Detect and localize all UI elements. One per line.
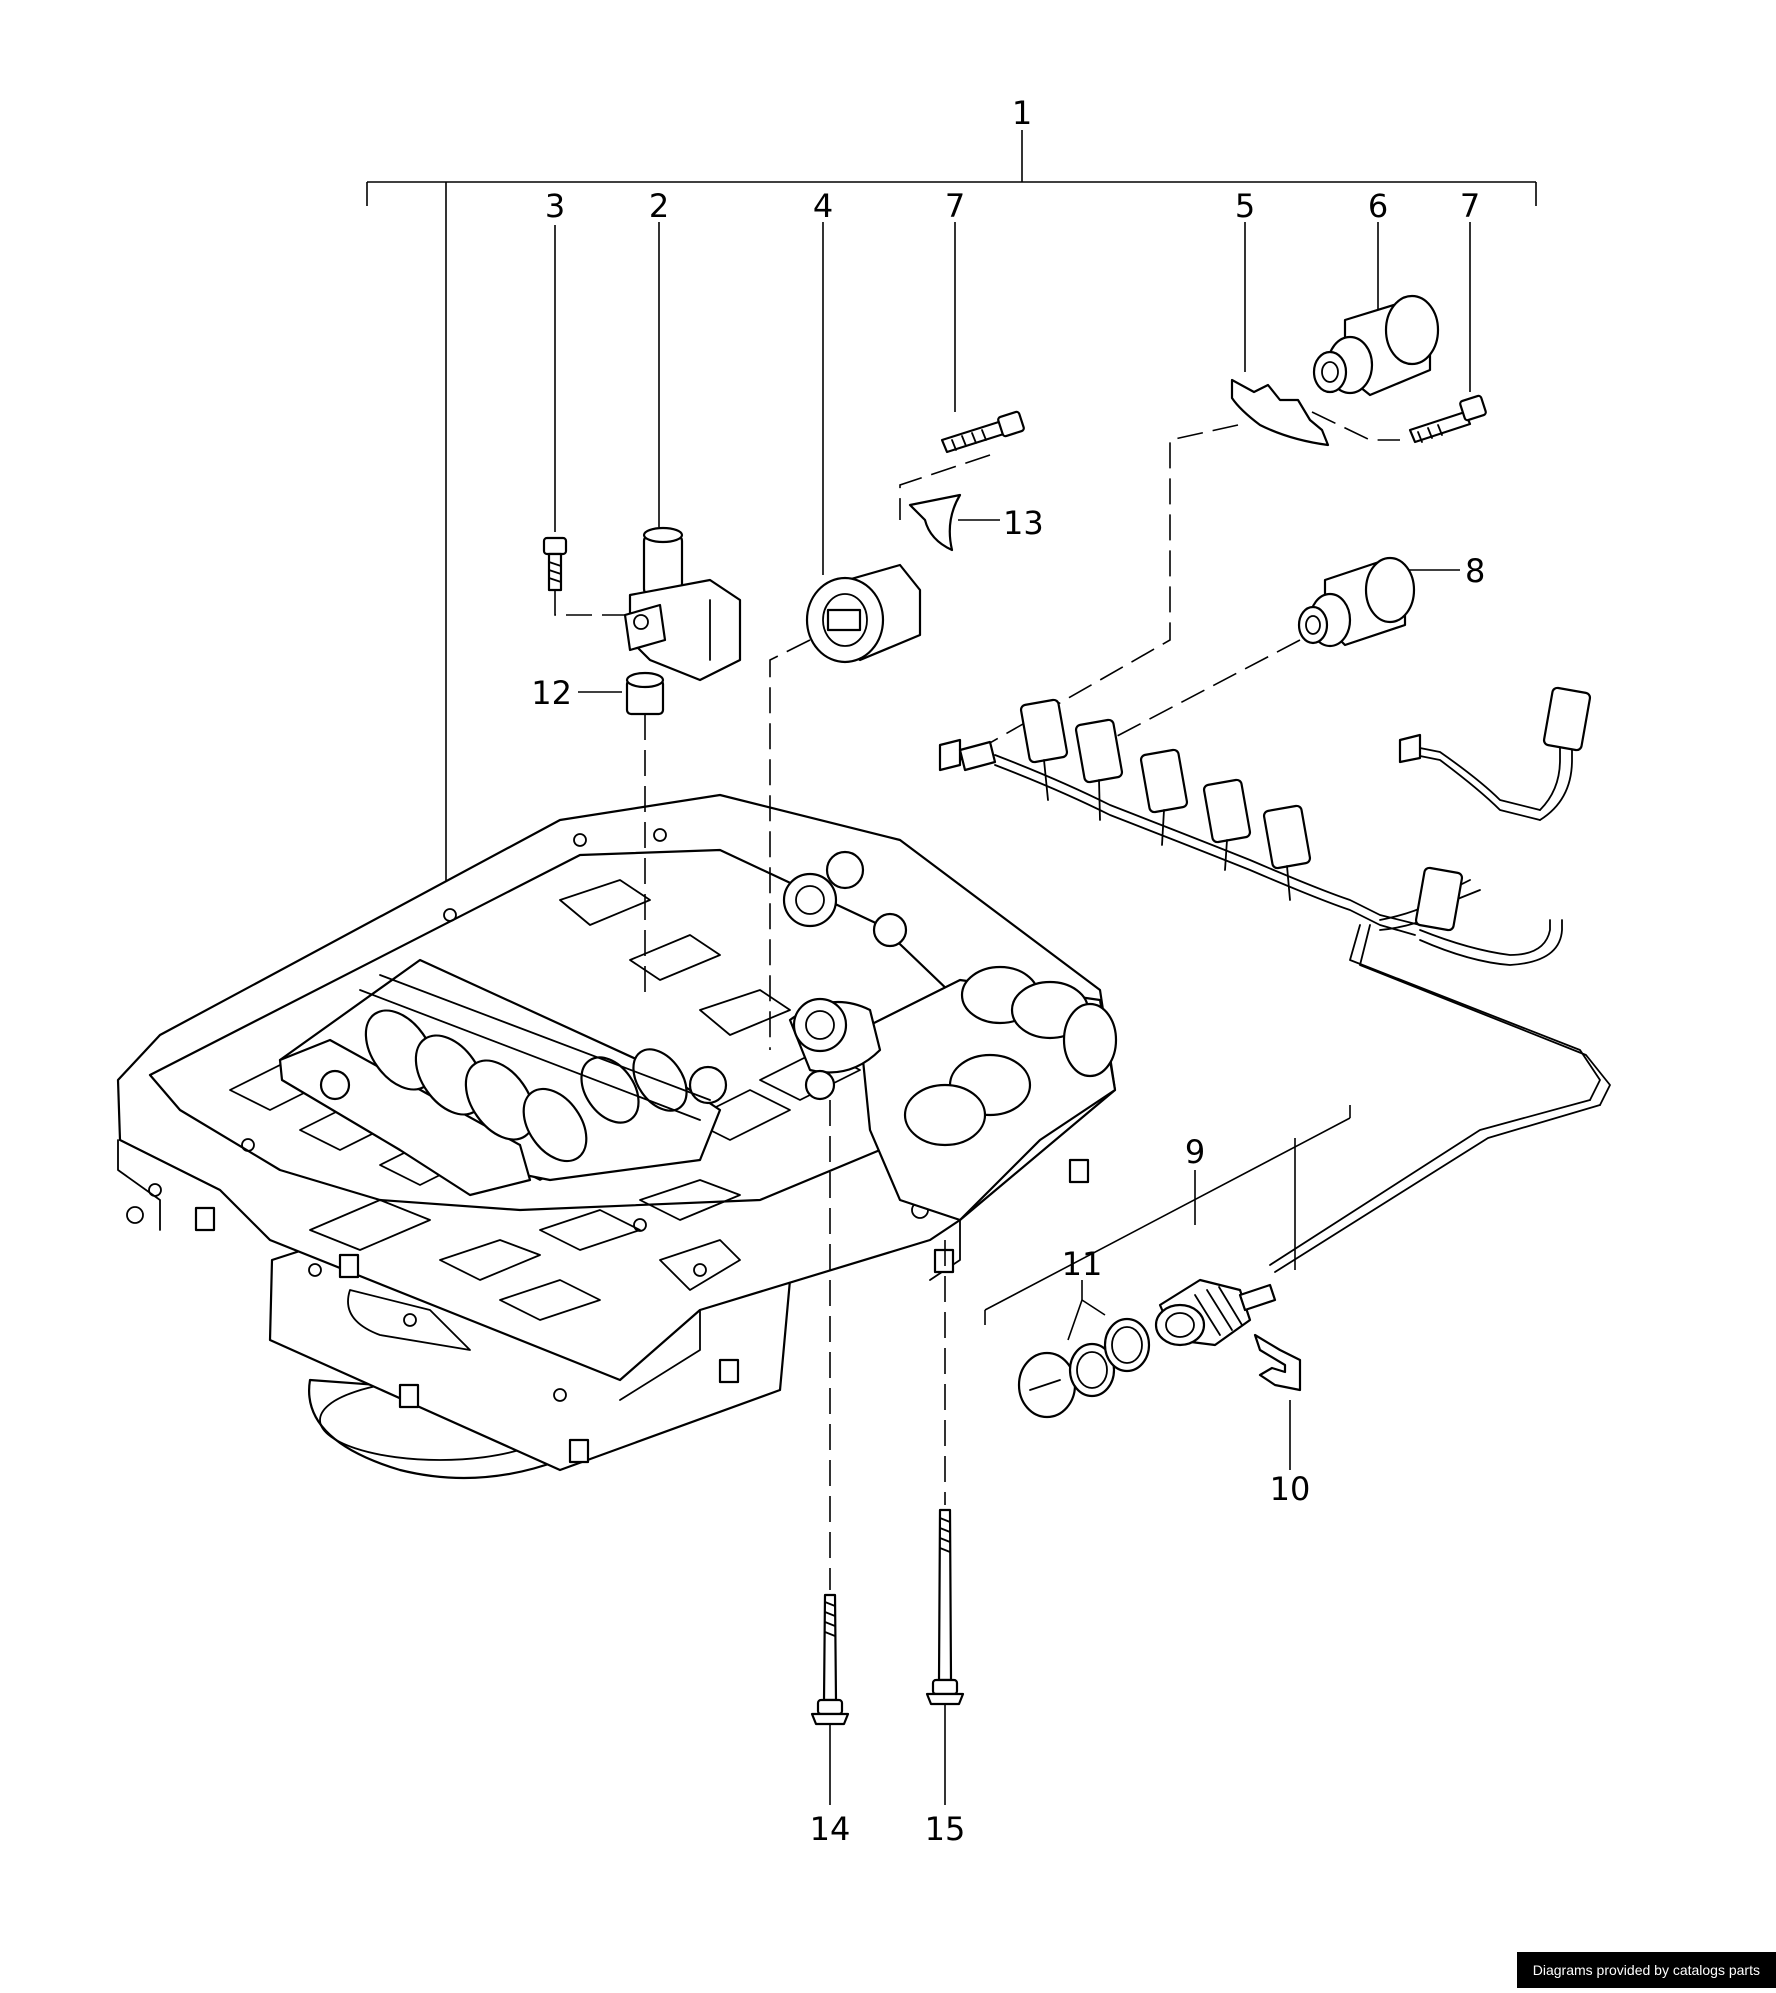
solenoid-valve-part-2 bbox=[623, 222, 742, 682]
bolt-part-7-right bbox=[1408, 222, 1487, 444]
callout-14: 14 bbox=[810, 1810, 851, 1848]
callout-6: 6 bbox=[1368, 187, 1388, 225]
callout-10: 10 bbox=[1270, 1470, 1311, 1508]
bolt-part-7-left bbox=[940, 222, 1025, 454]
callout-3: 3 bbox=[545, 187, 565, 225]
wiring-harness bbox=[938, 686, 1611, 1273]
bracket-part-5 bbox=[959, 222, 1330, 761]
callout-labels: 1 3 2 4 7 5 6 7 13 8 12 9 11 10 14 15 bbox=[531, 94, 1485, 1848]
solenoid-part-4 bbox=[769, 222, 922, 1050]
callout-2: 2 bbox=[649, 187, 669, 225]
clip-part-10 bbox=[1253, 1333, 1302, 1470]
spacer-part-12 bbox=[578, 671, 665, 1000]
pressure-solenoid-part-6 bbox=[1311, 222, 1440, 441]
footer-credit: Diagrams provided by catalogs parts bbox=[1516, 1952, 1776, 1988]
callout-13: 13 bbox=[1003, 504, 1044, 542]
bolt-part-14 bbox=[810, 1100, 850, 1805]
callout-5: 5 bbox=[1235, 187, 1255, 225]
valve-spool-body-right bbox=[782, 850, 1118, 1222]
callout-12: 12 bbox=[531, 674, 572, 712]
callout-11: 11 bbox=[1062, 1245, 1103, 1283]
speed-sensor-part-9 bbox=[1154, 1278, 1277, 1347]
callout-15: 15 bbox=[925, 1810, 966, 1848]
callout-7-right: 7 bbox=[1460, 187, 1480, 225]
sensor-group-bracket-9 bbox=[984, 1105, 1351, 1325]
seal-rings-part-11 bbox=[1017, 1280, 1151, 1419]
bolt-part-15 bbox=[925, 1240, 965, 1805]
bracket-part-13 bbox=[899, 454, 1000, 552]
callout-8: 8 bbox=[1465, 552, 1485, 590]
callout-9: 9 bbox=[1185, 1133, 1205, 1171]
callout-4: 4 bbox=[813, 187, 833, 225]
bolt-part-3 bbox=[542, 225, 625, 616]
valve-spool-body-left bbox=[278, 958, 728, 1197]
callout-1: 1 bbox=[1012, 94, 1032, 132]
solenoid-part-8 bbox=[1099, 556, 1460, 746]
callout-7-left: 7 bbox=[945, 187, 965, 225]
group-bracket-1 bbox=[366, 130, 1537, 890]
